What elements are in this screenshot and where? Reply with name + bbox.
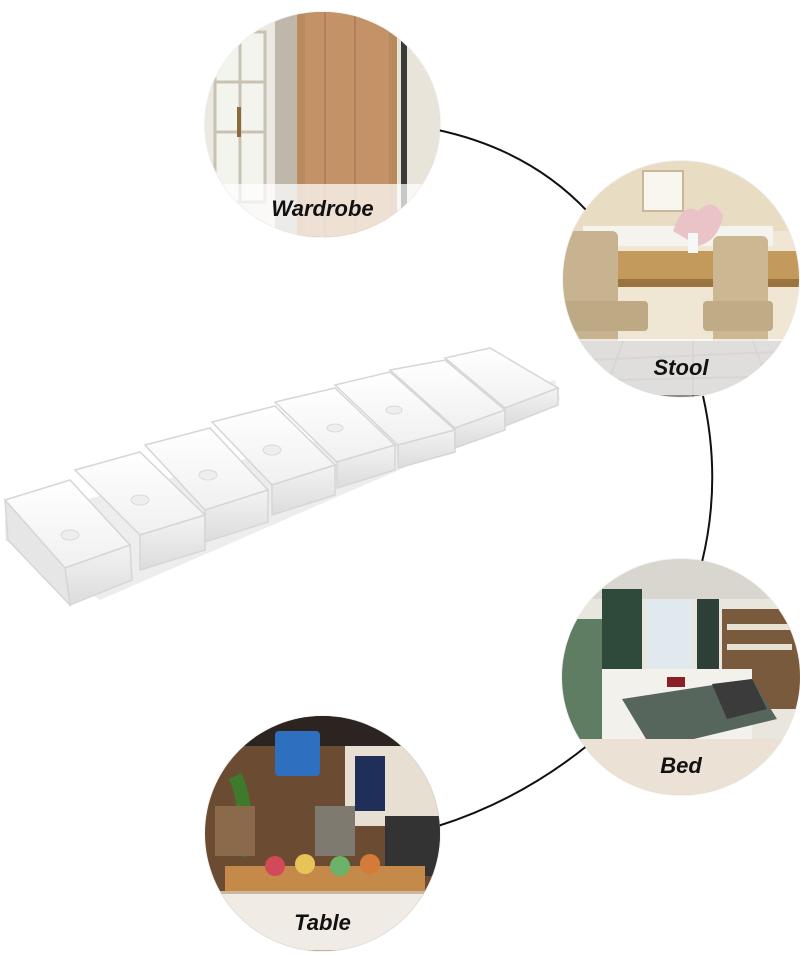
wardrobe-photo xyxy=(205,12,440,237)
scene-bed: Bed xyxy=(562,559,800,795)
label-background xyxy=(205,894,440,950)
scene-label-wardrobe: Wardrobe xyxy=(271,196,374,221)
scene-label-table: Table xyxy=(294,910,351,935)
scene-label-stool: Stool xyxy=(653,355,709,380)
label-background xyxy=(562,739,800,795)
connector-stool-bed xyxy=(701,395,714,563)
scene-table: Table xyxy=(205,716,440,951)
scene-wardrobe: Wardrobe xyxy=(205,12,440,237)
scene-stool: Stool xyxy=(563,161,799,397)
furniture-leveling-wedge-strip-icon xyxy=(3,347,560,608)
label-background xyxy=(205,184,440,237)
scene-label-bed: Bed xyxy=(660,753,702,778)
label-background xyxy=(563,339,799,395)
